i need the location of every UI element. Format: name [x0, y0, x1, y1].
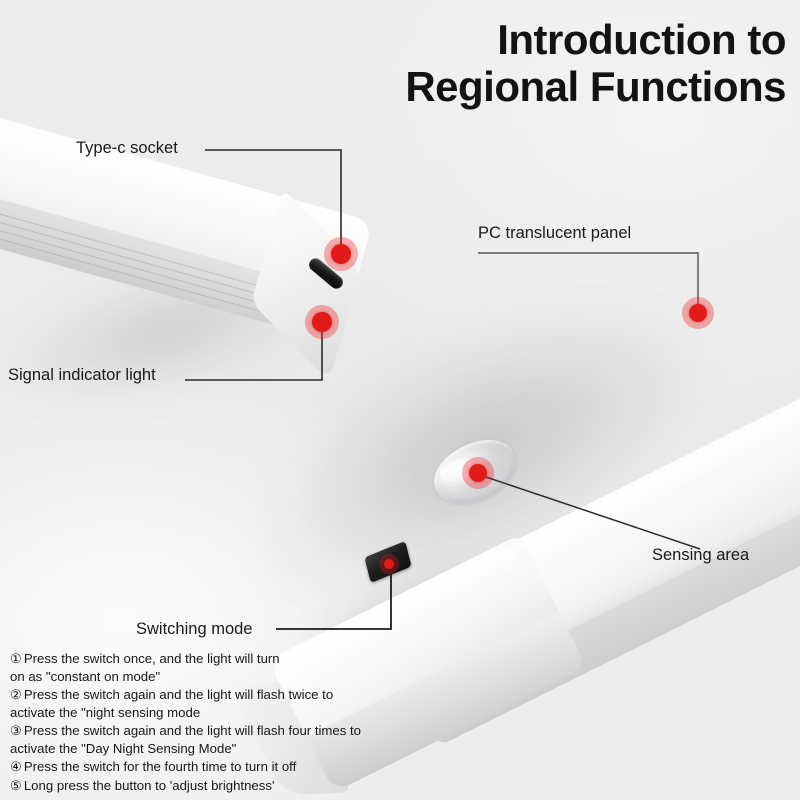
marker-dot-pc-translucent-panel[interactable] [682, 297, 714, 329]
callout-label-switching-mode: Switching mode [136, 620, 253, 638]
marker-dot-type-c-socket[interactable] [324, 237, 358, 271]
callout-label-pc-translucent-panel: PC translucent panel [478, 224, 632, 242]
instruction-number-5: ⑤ [10, 777, 22, 793]
instruction-text-3: Press the switch again and the light wil… [10, 723, 362, 757]
callout-label-type-c-socket: Type-c socket [76, 139, 178, 157]
callout-label-sensing-area: Sensing area [652, 546, 750, 564]
marker-dot-signal-indicator[interactable] [305, 305, 339, 339]
marker-dot-switching-mode[interactable] [379, 554, 399, 574]
instruction-number-1: ① [10, 651, 22, 666]
instruction-text-5: Long press the button to 'adjust brightn… [23, 777, 275, 793]
page-title-line-1: Introduction to [497, 16, 786, 63]
instruction-number-4: ④ [10, 759, 22, 775]
instruction-number-3: ③ [10, 723, 22, 739]
instruction-number-2: ② [10, 687, 22, 703]
page-title-line-2: Regional Functions [405, 63, 786, 111]
instruction-text-2: Press the switch again and the light wil… [10, 687, 334, 721]
callout-label-signal-indicator: Signal indicator light [8, 366, 156, 384]
instruction-text-1: Press the switch once, and the light wil… [10, 651, 280, 685]
instruction-text-4: Press the switch for the fourth time to … [23, 759, 297, 775]
page-title: Introduction to Regional Functions [246, 16, 786, 110]
marker-dot-sensing-area[interactable] [462, 457, 494, 489]
